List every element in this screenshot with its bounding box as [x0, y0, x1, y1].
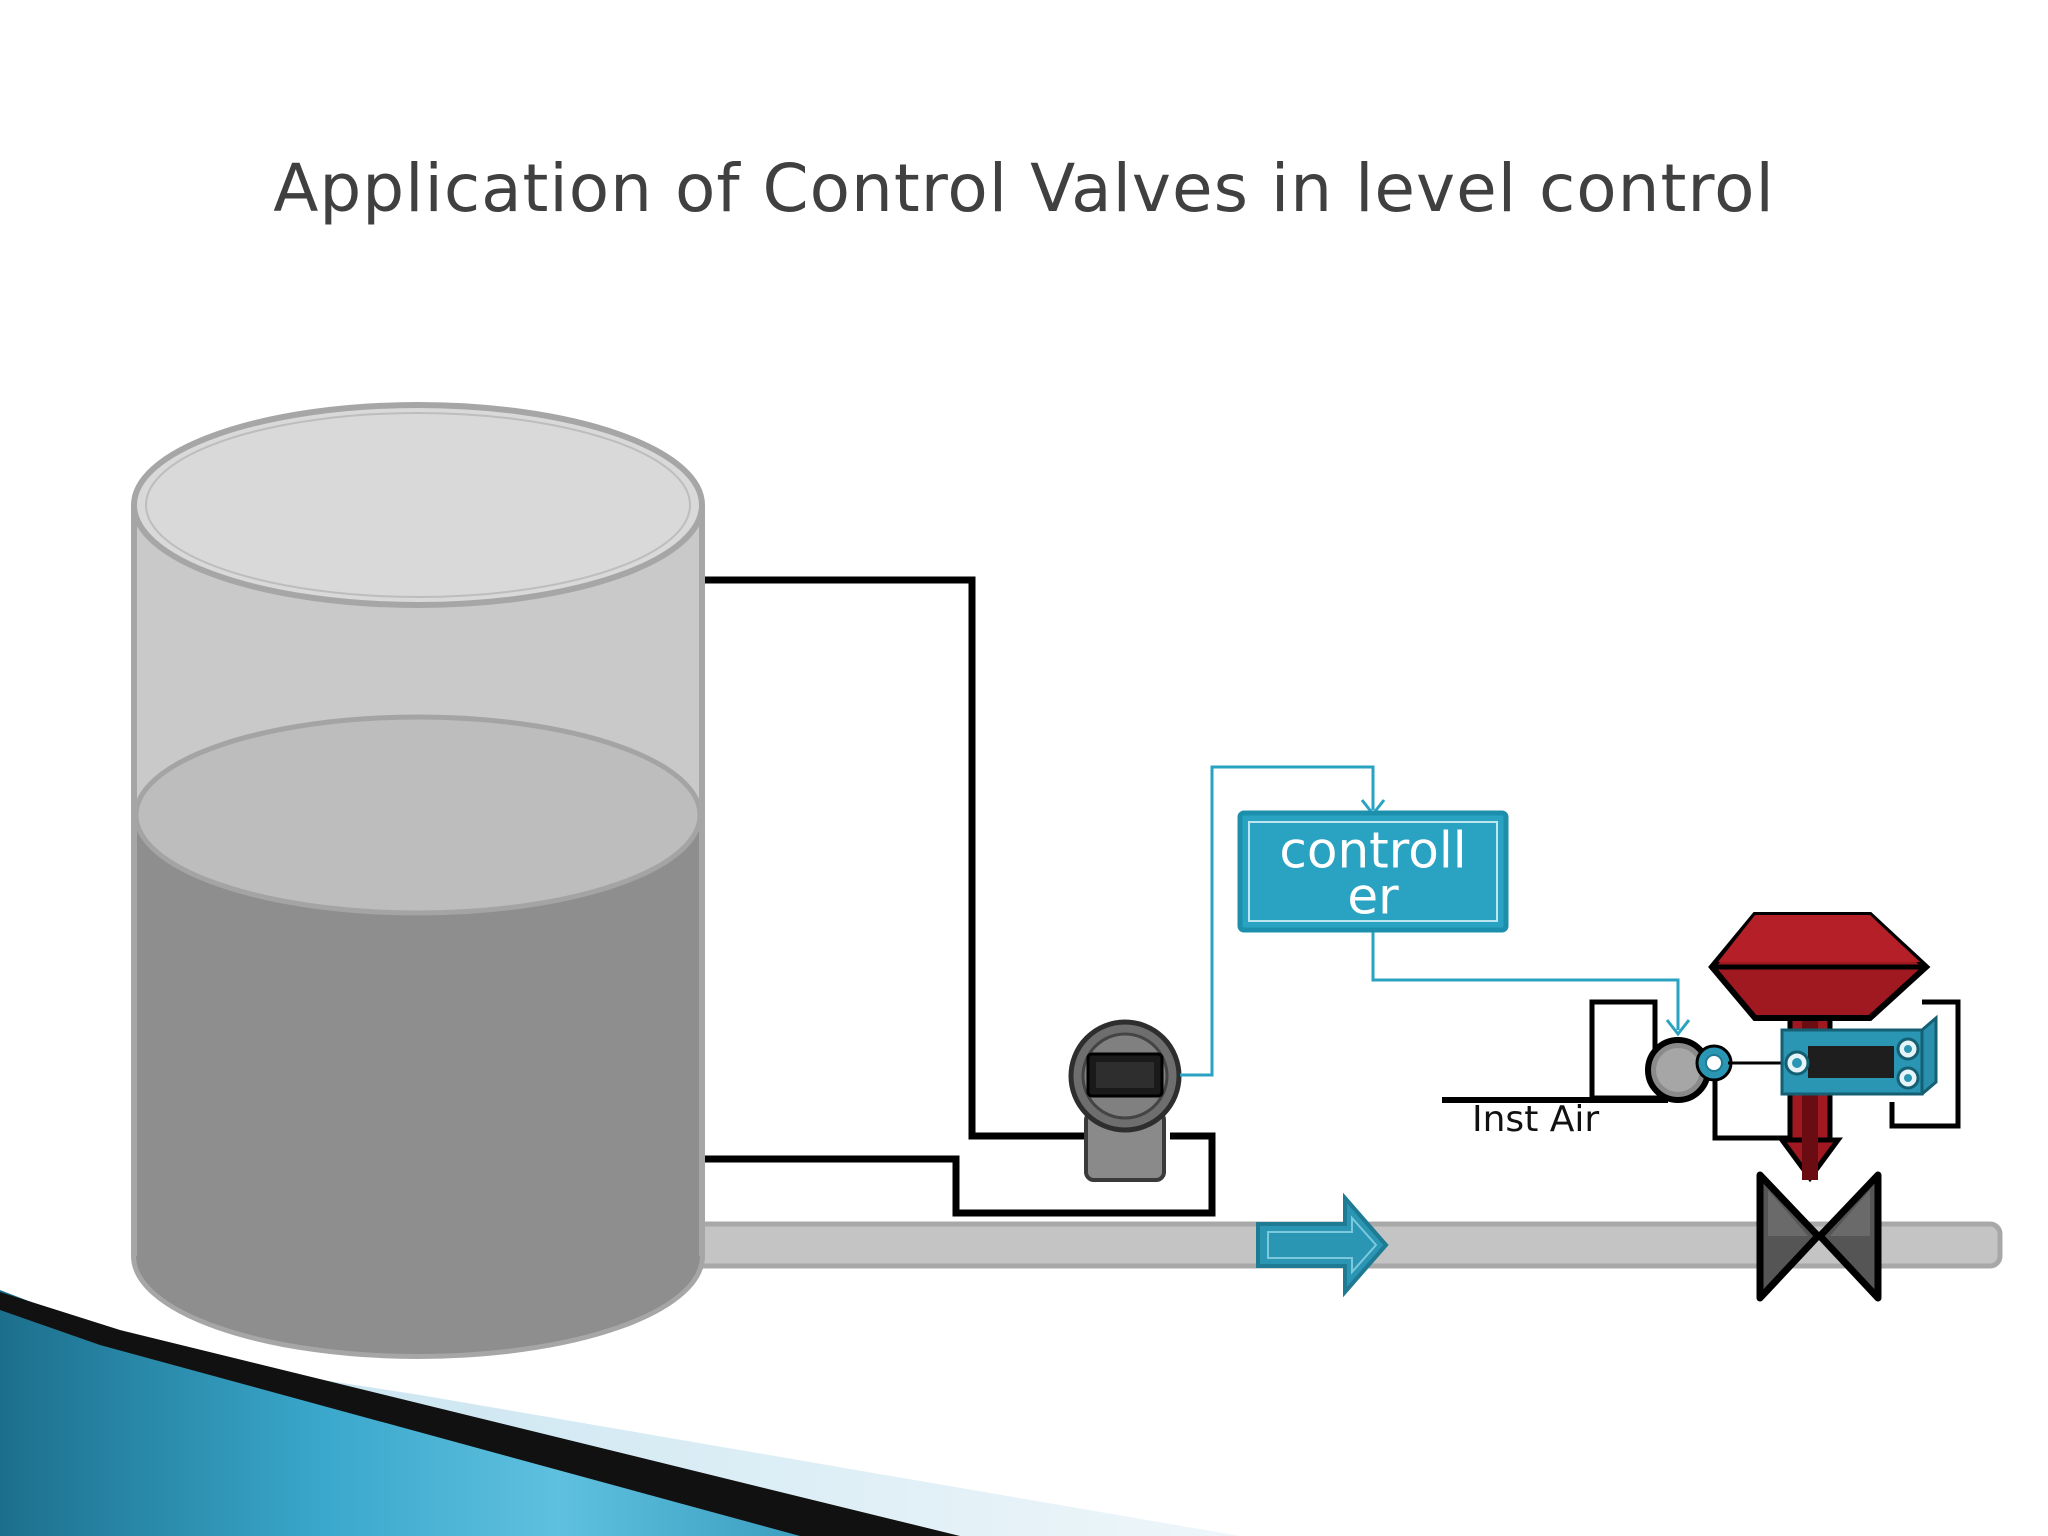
controller-label-line2: er: [1347, 868, 1399, 926]
high-side-impulse-line: [700, 576, 1090, 1140]
controller-to-positioner-signal: [1371, 930, 1680, 1030]
level-transmitter: [1068, 1019, 1182, 1182]
tank-top: [131, 402, 705, 608]
controller-box: controll er: [1237, 810, 1509, 933]
low-side-impulse-line: [700, 1132, 1216, 1217]
inst-air-label: Inst Air: [1472, 1099, 1599, 1140]
transmitter-to-controller-signal: [1180, 765, 1375, 1077]
impulse-lines: [700, 576, 1216, 1217]
control-valve-body: [1756, 1171, 1882, 1302]
diaphragm-actuator: [1708, 912, 1931, 1021]
controller-label-line1: controll: [1279, 822, 1466, 880]
storage-tank: [131, 402, 705, 1359]
right-arrow-icon: [1256, 1192, 1389, 1298]
valve-positioner: [1645, 1037, 1788, 1103]
slide-title: Application of Control Valves in level c…: [273, 150, 1775, 227]
tank-liquid: [136, 818, 700, 1354]
decorative-ribbon: [0, 1290, 1240, 1536]
liquid-surface: [133, 714, 703, 916]
signal-lines: [1180, 765, 1691, 1077]
positioner-linkage: [1780, 1014, 1938, 1096]
